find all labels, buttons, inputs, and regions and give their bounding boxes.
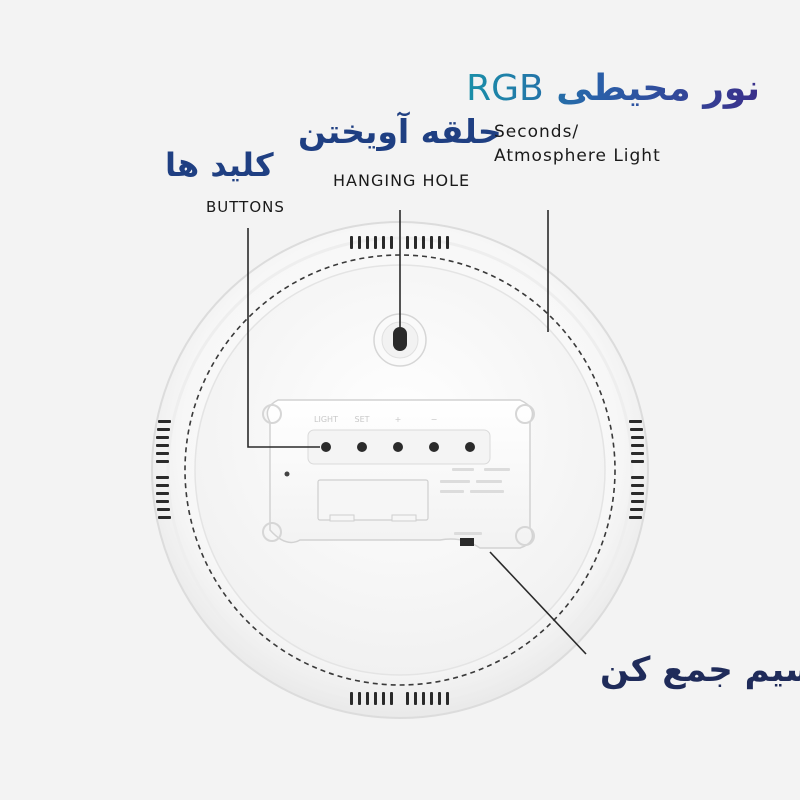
cord-winder-fa-label: سیم جمع کن — [600, 650, 800, 690]
seconds-light-line1: Seconds/ — [494, 122, 580, 142]
led-indicator-dot — [284, 471, 290, 477]
seconds-light-label: Seconds/ Atmosphere Light — [494, 120, 661, 168]
seconds-light-line2: Atmosphere Light — [494, 146, 661, 166]
leader-lines — [247, 210, 587, 655]
buttons-en-label: BUTTONS — [206, 198, 285, 216]
button-4 — [429, 442, 439, 452]
cord-slot — [460, 538, 474, 546]
hanging-hole-en-label: HANGING HOLE — [333, 171, 471, 190]
marking-set: SET — [354, 415, 369, 424]
vent-slots-bottom — [350, 692, 449, 705]
vent-slots-top — [350, 236, 449, 249]
plate-corner-tabs — [262, 404, 535, 546]
battery-compartment — [317, 479, 429, 521]
vent-slots-left — [156, 420, 171, 519]
marking-light: LIGHT — [314, 415, 338, 424]
marking-minus: − — [431, 415, 438, 424]
button-1 — [321, 442, 331, 452]
hanging-hole — [373, 313, 427, 367]
button-row — [321, 442, 475, 452]
hanging-hole-fa-label: حلقه آویختن — [298, 112, 502, 151]
button-5 — [465, 442, 475, 452]
plate-grooves — [440, 468, 510, 535]
vent-slots-right — [629, 420, 644, 519]
marking-plus: + — [395, 415, 402, 424]
rgb-light-title: نور محیطی RGB — [466, 68, 760, 109]
rgb-light-rgb: RGB — [466, 68, 544, 109]
buttons-fa-label: کلید ها — [165, 146, 274, 184]
button-2 — [357, 442, 367, 452]
button-markings: LIGHT SET + − — [314, 415, 437, 424]
rgb-light-fa: نور محیطی — [556, 68, 760, 109]
button-3 — [393, 442, 403, 452]
cord-leader — [489, 551, 587, 655]
buttons-leader — [247, 228, 320, 448]
